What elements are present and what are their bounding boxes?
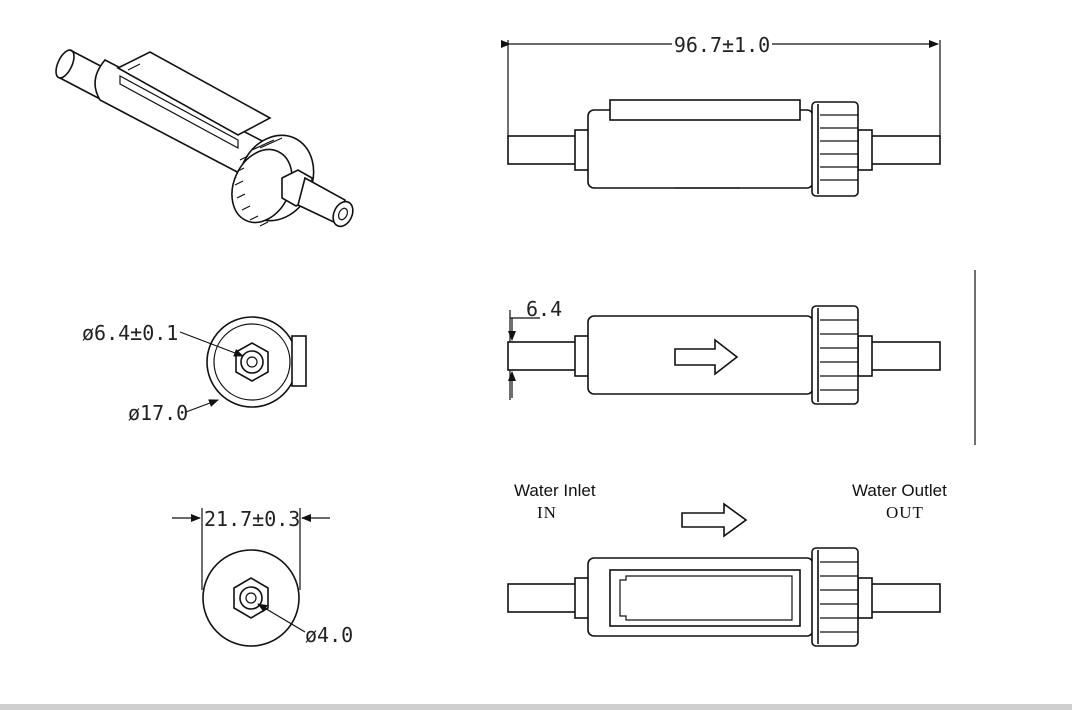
end-view-inlet: ø6.4±0.1 ø17.0 <box>82 316 307 425</box>
flow-direction-arrow <box>681 502 748 538</box>
inlet-code-label: IN <box>537 503 557 522</box>
pipe-diameter-dimension: ø6.4±0.1 <box>82 321 178 345</box>
outlet-code-label: OUT <box>886 503 924 522</box>
inlet-height-dimension: 6.4 <box>526 297 562 321</box>
isometric-view <box>55 49 354 228</box>
end-view-outlet: 21.7±0.3 ø4.0 <box>172 507 353 647</box>
water-inlet-label: Water Inlet <box>514 481 596 500</box>
bore-diameter-dimension: ø4.0 <box>305 623 353 647</box>
nut-width-dimension: 21.7±0.3 <box>204 507 300 531</box>
nut-side-top <box>811 101 859 197</box>
body-diameter-dimension: ø17.0 <box>128 401 188 425</box>
overall-length-dimension: 96.7±1.0 <box>674 33 770 57</box>
nut-side-middle <box>811 305 859 405</box>
flow-arrow-body <box>674 338 739 376</box>
nut-side-bottom <box>811 547 859 647</box>
water-outlet-label: Water Outlet <box>852 481 947 500</box>
side-view-middle: 6.4 <box>507 270 976 445</box>
bottom-border-band <box>0 704 1072 710</box>
side-view-bottom: Water Inlet IN Water Outlet OUT <box>507 481 947 647</box>
side-view-top: 96.7±1.0 <box>501 33 941 197</box>
